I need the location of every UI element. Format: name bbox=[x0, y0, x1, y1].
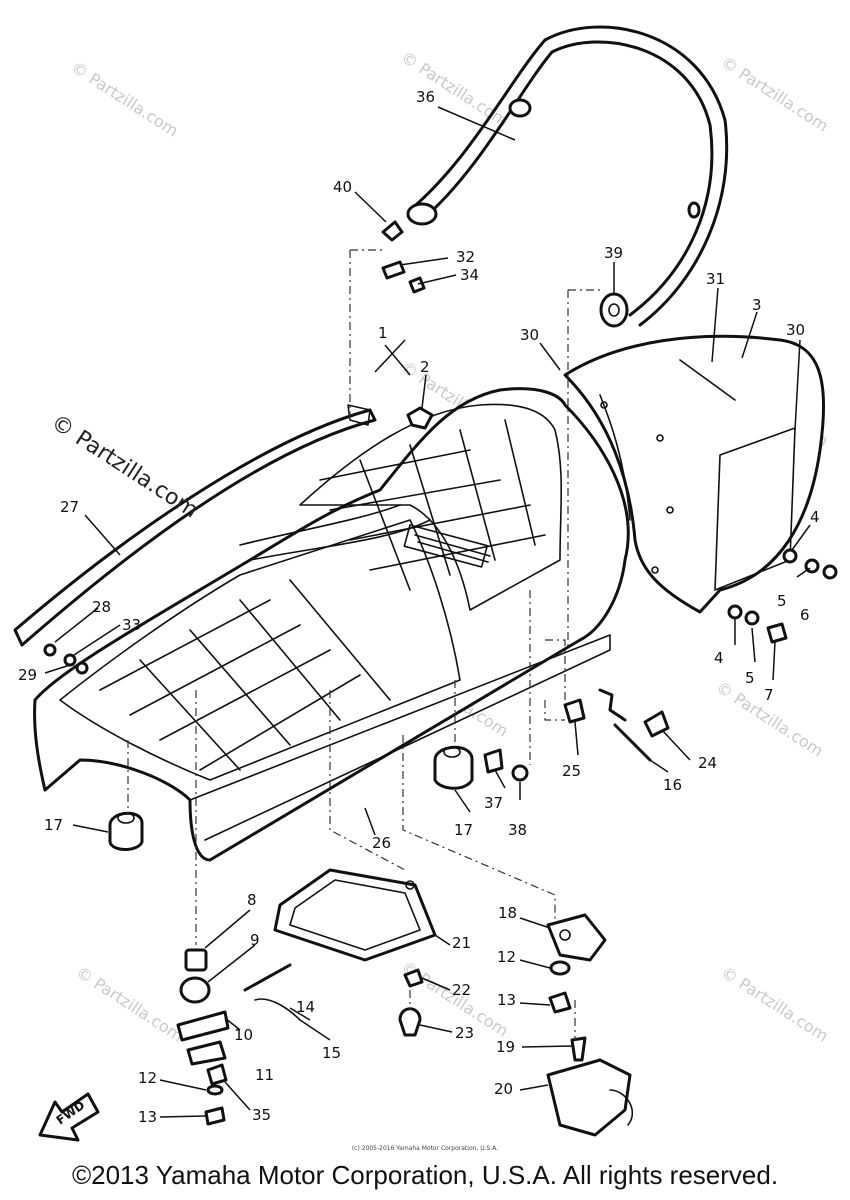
callout-30-left[interactable]: 30 bbox=[520, 326, 539, 344]
callout-11[interactable]: 11 bbox=[255, 1066, 274, 1084]
callout-21[interactable]: 21 bbox=[452, 934, 471, 952]
callout-36[interactable]: 36 bbox=[416, 88, 435, 106]
callout-15[interactable]: 15 bbox=[322, 1044, 341, 1062]
rubber-dampers bbox=[108, 745, 474, 851]
callout-9[interactable]: 9 bbox=[250, 931, 260, 949]
grab-bar bbox=[406, 25, 729, 327]
callout-26[interactable]: 26 bbox=[372, 834, 391, 852]
callout-4-left[interactable]: 4 bbox=[714, 649, 724, 667]
callout-40[interactable]: 40 bbox=[333, 178, 352, 196]
callout-30-right[interactable]: 30 bbox=[786, 321, 805, 339]
callout-13-left[interactable]: 13 bbox=[138, 1108, 157, 1126]
callout-29[interactable]: 29 bbox=[18, 666, 37, 684]
callout-4-right[interactable]: 4 bbox=[810, 508, 820, 526]
callout-14[interactable]: 14 bbox=[296, 998, 315, 1016]
callout-3[interactable]: 3 bbox=[752, 296, 762, 314]
watermark-text: © Partzilla.com bbox=[718, 962, 832, 1045]
small-copyright: (c) 2005-2016 Yamaha Motor Corporation, … bbox=[351, 1145, 499, 1152]
watermark-text: © Partzilla.com bbox=[718, 52, 832, 135]
callout-13-right[interactable]: 13 bbox=[497, 991, 516, 1009]
callout-2[interactable]: 2 bbox=[420, 358, 430, 376]
callout-35[interactable]: 35 bbox=[252, 1106, 271, 1124]
tail-cowl bbox=[563, 334, 826, 614]
callout-12-left[interactable]: 12 bbox=[138, 1069, 157, 1087]
callout-23[interactable]: 23 bbox=[455, 1024, 474, 1042]
copyright-footer: ©2013 Yamaha Motor Corporation, U.S.A. A… bbox=[71, 1160, 779, 1190]
callout-31[interactable]: 31 bbox=[706, 270, 725, 288]
callout-37[interactable]: 37 bbox=[484, 794, 503, 812]
callout-19[interactable]: 19 bbox=[496, 1038, 515, 1056]
watermark-text: © Partzilla.com bbox=[73, 962, 187, 1045]
callout-12-right[interactable]: 12 bbox=[497, 948, 516, 966]
callout-5-left[interactable]: 5 bbox=[745, 669, 755, 687]
callout-18[interactable]: 18 bbox=[498, 904, 517, 922]
forward-arrow: FWD bbox=[38, 1092, 100, 1142]
callout-34[interactable]: 34 bbox=[460, 266, 479, 284]
callout-38[interactable]: 38 bbox=[508, 821, 527, 839]
callout-27[interactable]: 27 bbox=[60, 498, 79, 516]
callout-24[interactable]: 24 bbox=[698, 754, 717, 772]
alignment-lines bbox=[127, 249, 600, 1040]
seat-lock-assembly bbox=[546, 913, 634, 1137]
seat-hardware bbox=[43, 406, 838, 675]
callout-22[interactable]: 22 bbox=[452, 981, 471, 999]
callout-39[interactable]: 39 bbox=[604, 244, 623, 262]
callout-20[interactable]: 20 bbox=[494, 1080, 513, 1098]
callout-6[interactable]: 6 bbox=[800, 606, 810, 624]
callout-7[interactable]: 7 bbox=[764, 686, 774, 704]
watermark-text: © Partzilla.com bbox=[68, 57, 182, 140]
callout-17-left[interactable]: 17 bbox=[44, 816, 63, 834]
leader-lines bbox=[44, 106, 811, 1118]
bracket-hardware-left bbox=[176, 948, 301, 1126]
seat-lock-cable bbox=[563, 688, 670, 762]
callout-1[interactable]: 1 bbox=[378, 324, 388, 342]
callout-17-right[interactable]: 17 bbox=[454, 821, 473, 839]
callout-28[interactable]: 28 bbox=[92, 598, 111, 616]
callout-labels: 36 40 32 34 39 31 3 30 30 1 2 27 28 33 2… bbox=[18, 88, 820, 1126]
callout-16[interactable]: 16 bbox=[663, 776, 682, 794]
grab-bar-hardware bbox=[381, 220, 629, 328]
bolt-and-washer bbox=[483, 748, 529, 782]
callout-33[interactable]: 33 bbox=[122, 616, 141, 634]
callout-10[interactable]: 10 bbox=[234, 1026, 253, 1044]
callout-8[interactable]: 8 bbox=[247, 891, 257, 909]
seat-assembly bbox=[33, 387, 630, 862]
watermark-text: © Partzilla.com bbox=[398, 47, 512, 130]
callout-5-right[interactable]: 5 bbox=[777, 592, 787, 610]
callout-25[interactable]: 25 bbox=[562, 762, 581, 780]
seat-side-strip bbox=[13, 404, 377, 647]
callout-32[interactable]: 32 bbox=[456, 248, 475, 266]
